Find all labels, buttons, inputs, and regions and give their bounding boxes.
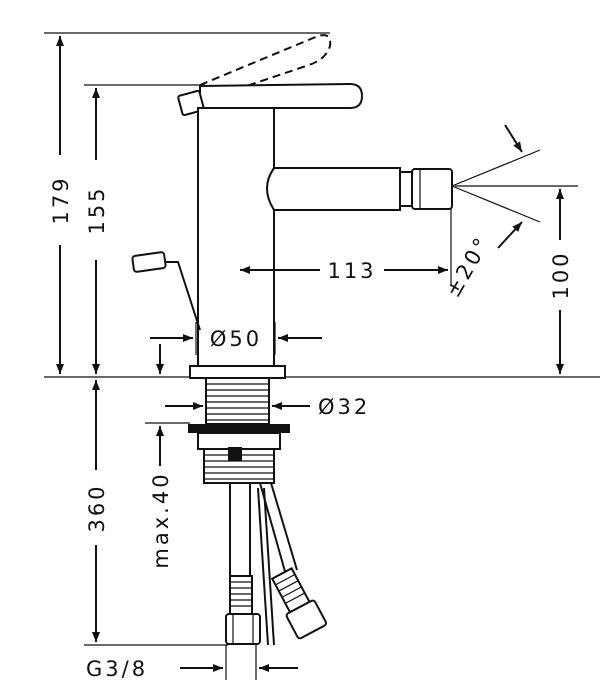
lever-raised-outline: [199, 34, 332, 101]
spout-ring: [399, 171, 413, 207]
faucet-body: [131, 34, 453, 379]
dim-o50-label: Ø50: [210, 327, 262, 351]
dim-g38-label: G3/8: [86, 657, 148, 681]
hose-nut-left: [225, 613, 261, 645]
dimension-lines: [56, 36, 564, 672]
base-ring: [189, 365, 286, 379]
hose-nut-right: [285, 599, 327, 640]
dim-max40-label: max.40: [149, 471, 173, 568]
threaded-shank: [205, 377, 270, 425]
dim-100-label: 100: [549, 250, 573, 299]
dim-angle-label: ±20°: [441, 232, 495, 302]
extension-lines: [44, 32, 600, 680]
washer: [197, 432, 281, 450]
popup-knob: [131, 251, 167, 273]
dim-360-label: 360: [85, 483, 109, 532]
dim-113-label: 113: [327, 259, 376, 283]
lever-handle: [199, 82, 364, 109]
fixing-plate: [188, 424, 290, 433]
spout: [266, 167, 401, 211]
dim-179-label: 179: [49, 175, 73, 224]
under-counter-parts: [188, 377, 327, 646]
aerator: [411, 168, 453, 210]
popup-rod: [163, 261, 201, 331]
body-column: [197, 107, 275, 367]
dim-155-label: 155: [85, 185, 109, 234]
dim-o32-label: Ø32: [318, 395, 370, 419]
nut-screw: [228, 447, 242, 461]
